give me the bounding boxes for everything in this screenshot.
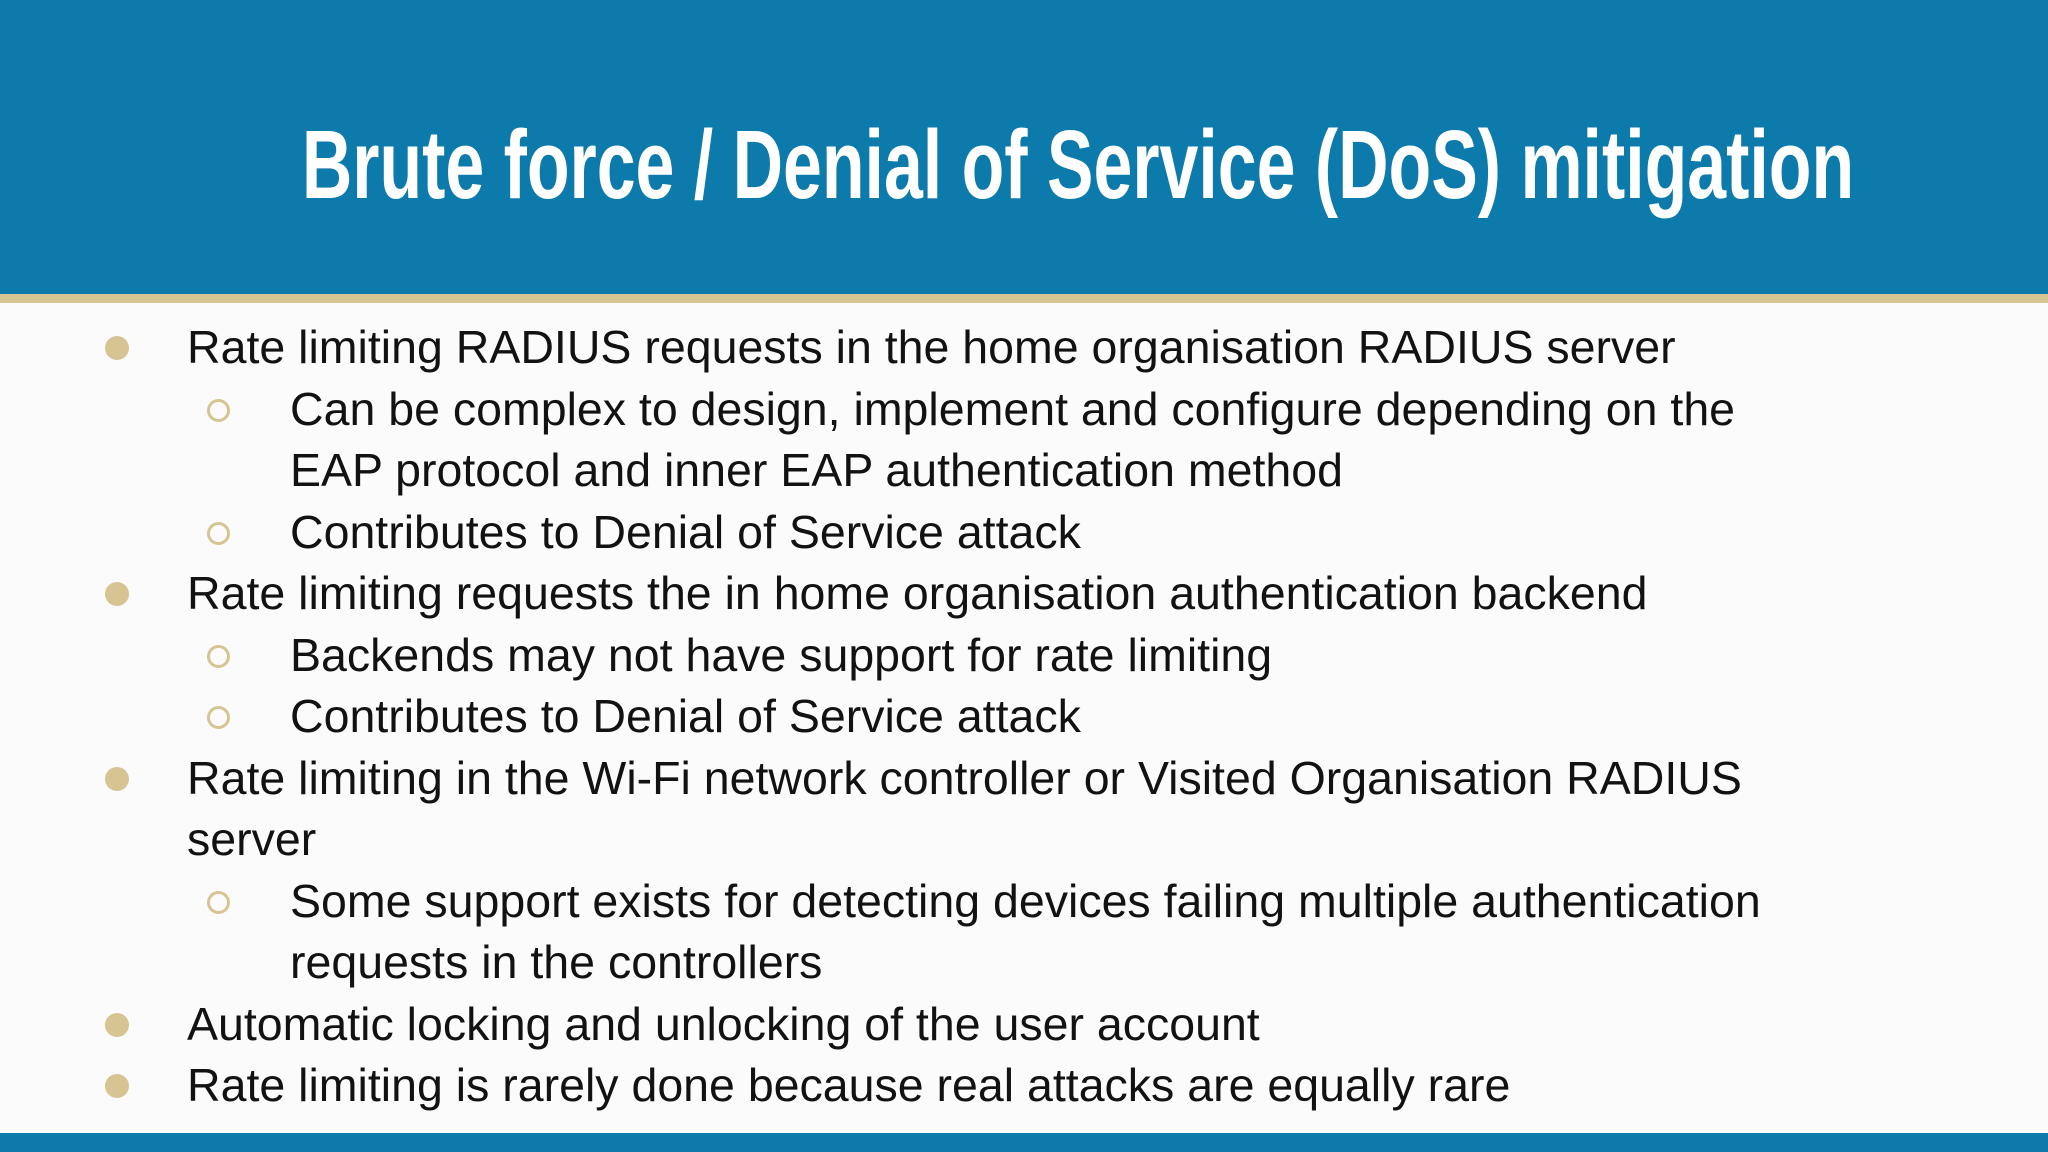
bullet-dot-icon (105, 582, 129, 606)
bullet-dot-icon (105, 1012, 129, 1037)
bullet-dot-icon (105, 766, 129, 791)
list-item-text: Rate limiting requests the in home organ… (187, 567, 1648, 619)
list-item-text: Rate limiting RADIUS requests in the hom… (187, 321, 1676, 373)
bullet-circle-icon (207, 706, 230, 729)
list-item: Backends may not have support for rate l… (0, 625, 2048, 687)
list-item-text: Rate limiting in the Wi-Fi network contr… (187, 751, 1742, 866)
bullet-dot-icon (105, 336, 129, 360)
list-item: Rate limiting requests the in home organ… (0, 563, 2048, 625)
list-item: Can be complex to design, implement and … (0, 379, 2048, 502)
bullet-dot-icon (105, 1074, 129, 1098)
list-item-text: Rate limiting is rarely done because rea… (187, 1059, 1511, 1111)
list-item-text: Contributes to Denial of Service attack (290, 505, 1081, 558)
bullet-circle-icon (207, 398, 230, 422)
list-item-text: Some support exists for detecting device… (290, 874, 1761, 989)
slide-header: Brute force / Denial of Service (DoS) mi… (0, 0, 2048, 303)
page-title-text: Brute force / Denial of Service (DoS) mi… (301, 110, 1855, 219)
bullet-circle-icon (207, 890, 230, 914)
list-item: Rate limiting is rarely done because rea… (0, 1055, 2048, 1117)
list-item-text: Can be complex to design, implement and … (290, 382, 1736, 497)
list-item-text: Contributes to Denial of Service attack (290, 690, 1081, 742)
list-item: Contributes to Denial of Service attack (0, 686, 2048, 748)
page-title: Brute force / Denial of Service (DoS) mi… (0, 114, 2048, 216)
bullet-circle-icon (207, 644, 230, 668)
footer-bar (0, 1133, 2048, 1152)
list-item-text: Backends may not have support for rate l… (290, 628, 1273, 681)
list-item: Automatic locking and unlocking of the u… (0, 994, 2048, 1056)
list-item: Some support exists for detecting device… (0, 871, 2048, 994)
bullet-circle-icon (207, 521, 230, 545)
list-item: Contributes to Denial of Service attack (0, 502, 2048, 564)
list-item: Rate limiting RADIUS requests in the hom… (0, 317, 2048, 379)
list-item-text: Automatic locking and unlocking of the u… (187, 997, 1260, 1050)
bullet-list: Rate limiting RADIUS requests in the hom… (0, 317, 2048, 1117)
list-item: Rate limiting in the Wi-Fi network contr… (0, 748, 2048, 871)
